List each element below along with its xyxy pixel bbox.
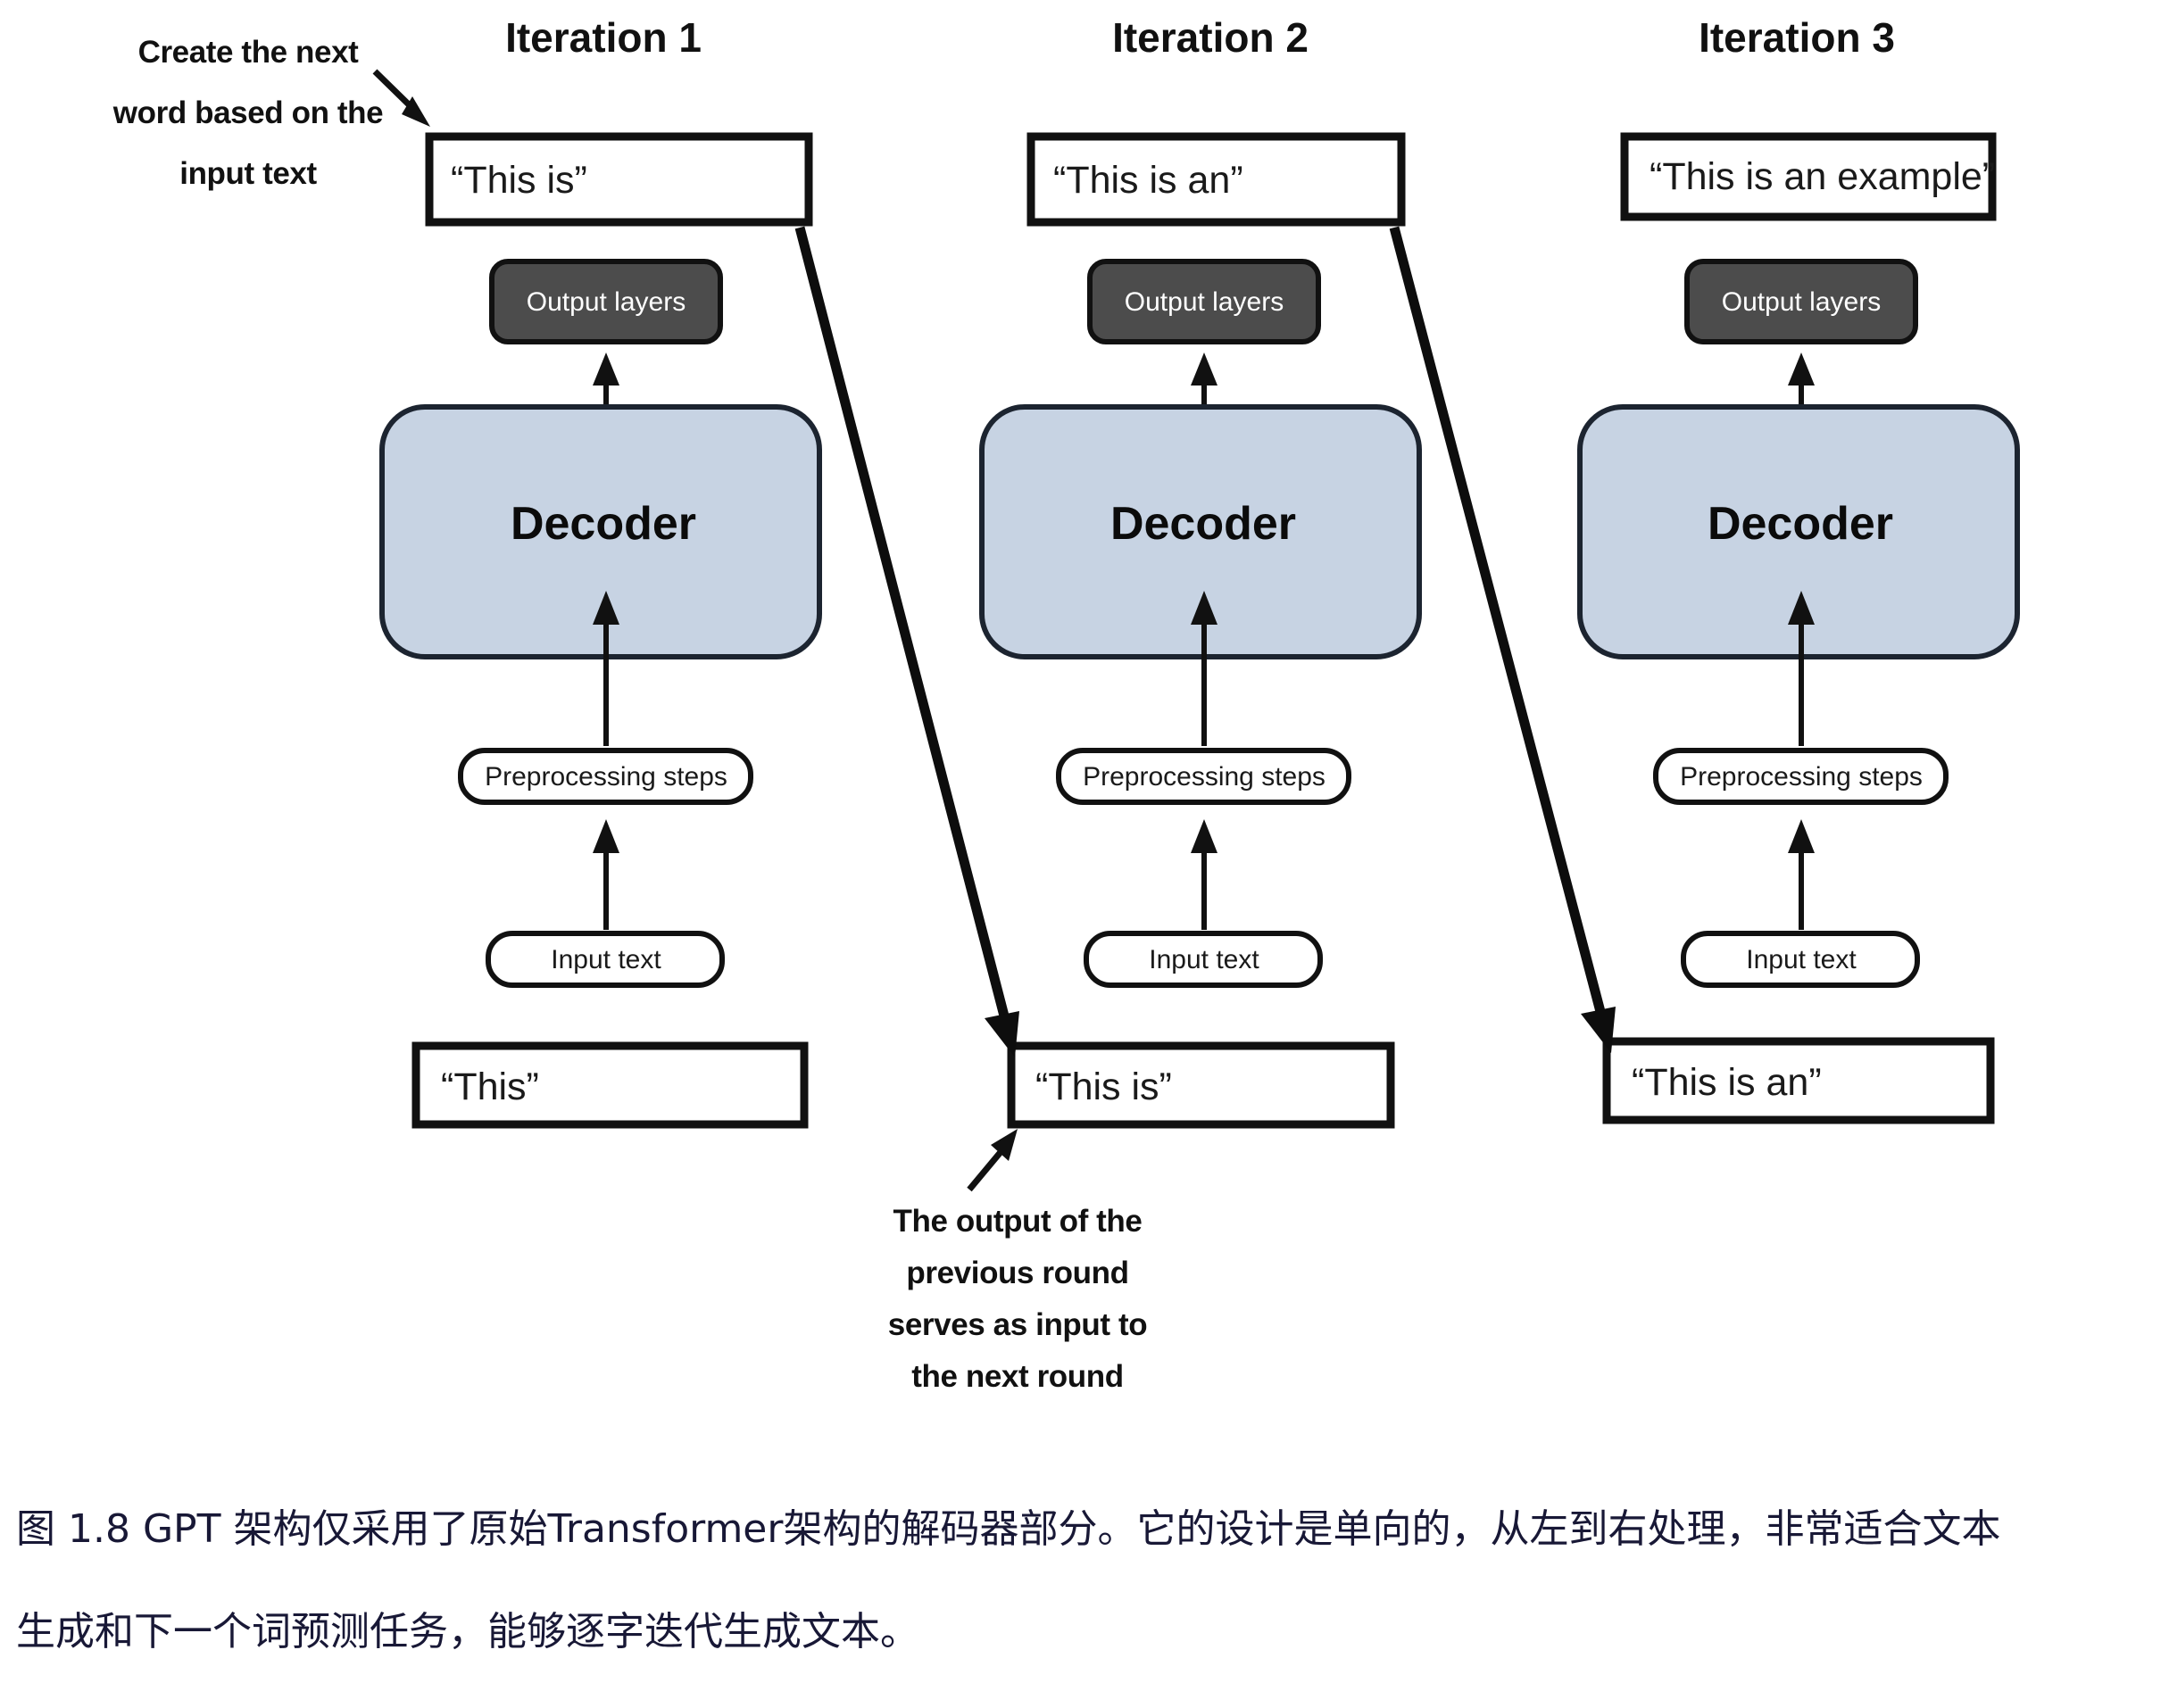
preprocessing-steps-label-1: Preprocessing steps (485, 762, 727, 792)
preprocessing-steps-box-2 (1056, 748, 1351, 805)
annotation-top-line-3: input text (179, 156, 317, 191)
carry-arrow-1-to-2 (794, 226, 1012, 1028)
carry-arrow-2-to-3 (1389, 226, 1608, 1024)
input-text-box-2 (1084, 931, 1323, 988)
annotation-create-next-word: Create the next word based on the input … (112, 35, 430, 191)
figure-canvas: Iteration 1 “This is” Output layers Deco… (16, 14, 2020, 1654)
decoder-label-1: Decoder (511, 498, 696, 550)
annotation-bottom-line-3: serves as input to (888, 1307, 1147, 1342)
arrow-head-decoder-to-output-layers-1 (593, 352, 619, 386)
annotation-bottom-line-2: previous round (906, 1256, 1128, 1290)
input-box-3-label: “This is an” (1632, 1061, 1822, 1104)
figure-caption-line-1: 图 1.8 GPT 架构仅采用了原始Transformer架构的解码器部分。它的… (16, 1506, 2001, 1553)
arrow-head-decoder-to-output-layers-2 (1191, 352, 1217, 386)
carry-arrow-head-2-to-3 (1581, 1007, 1616, 1053)
input-box-1 (411, 1041, 809, 1129)
carry-over-arrows (794, 226, 1616, 1057)
input-box-1-label: “This” (441, 1065, 539, 1108)
input-box-2 (1007, 1041, 1395, 1129)
column-iteration-2: Iteration 2 “This is an” Output layers D… (979, 14, 1422, 1129)
column-title-3: Iteration 3 (1699, 14, 1895, 61)
annotation-top-line-1: Create the next (138, 35, 360, 70)
arrow-head-preprocessing-to-decoder-2 (1191, 591, 1217, 625)
column-iteration-1: Iteration 1 “This is” Output layers Deco… (379, 14, 822, 1129)
output-layers-label-3: Output layers (1722, 287, 1881, 317)
output-box-1-label: “This is” (451, 159, 587, 202)
input-box-2-label: “This is” (1035, 1065, 1172, 1108)
annotation-bottom-pointer-head (991, 1129, 1018, 1161)
decoder-label-2: Decoder (1110, 498, 1296, 550)
input-box-3 (1602, 1037, 1995, 1124)
figure-caption: 图 1.8 GPT 架构仅采用了原始Transformer架构的解码器部分。它的… (16, 1453, 2158, 1708)
arrow-head-preprocessing-to-decoder-3 (1788, 591, 1815, 625)
decoder-box-2 (979, 404, 1422, 659)
column-iteration-3: Iteration 3 “This is an example” Output … (1577, 14, 2020, 1124)
input-text-label-1: Input text (551, 945, 661, 974)
figure-caption-line-2: 生成和下一个词预测任务，能够逐字迭代生成文本。 (16, 1608, 919, 1654)
output-layers-box-3 (1684, 259, 1918, 344)
decoder-label-3: Decoder (1708, 498, 1893, 550)
annotation-top-line-2: word based on the (112, 95, 383, 130)
input-text-label-2: Input text (1149, 945, 1259, 974)
output-layers-box-2 (1087, 259, 1321, 344)
arrow-head-input-to-preprocessing-1 (593, 819, 619, 853)
arrow-head-decoder-to-output-layers-3 (1788, 352, 1815, 386)
arrow-head-preprocessing-to-decoder-1 (593, 591, 619, 625)
gpt-iteration-diagram: Iteration 1 “This is” Output layers Deco… (112, 14, 2020, 1394)
carry-arrow-head-1-to-2 (985, 1011, 1019, 1057)
arrow-head-input-to-preprocessing-2 (1191, 819, 1217, 853)
annotation-output-serves-as-input: The output of the previous round serves … (888, 1129, 1148, 1394)
output-box-2 (1026, 132, 1406, 227)
output-layers-label-2: Output layers (1125, 287, 1284, 317)
preprocessing-steps-box-3 (1653, 748, 1949, 805)
annotation-bottom-line-1: The output of the (893, 1204, 1143, 1239)
output-layers-label-1: Output layers (527, 287, 686, 317)
column-title-2: Iteration 2 (1112, 14, 1309, 61)
input-text-box-1 (486, 931, 725, 988)
input-text-label-3: Input text (1746, 945, 1857, 974)
annotation-bottom-line-4: the next round (911, 1359, 1123, 1394)
output-box-3 (1620, 132, 1997, 221)
output-box-2-label: “This is an” (1053, 159, 1243, 202)
annotation-bottom-pointer-line (967, 1144, 1008, 1192)
output-box-1 (425, 132, 813, 227)
arrow-head-input-to-preprocessing-3 (1788, 819, 1815, 853)
preprocessing-steps-label-3: Preprocessing steps (1680, 762, 1923, 792)
column-title-1: Iteration 1 (505, 14, 702, 61)
preprocessing-steps-label-2: Preprocessing steps (1083, 762, 1326, 792)
output-box-3-label: “This is an example” (1650, 155, 1995, 198)
preprocessing-steps-box-1 (458, 748, 753, 805)
output-layers-box-1 (489, 259, 723, 344)
decoder-box-1 (379, 404, 822, 659)
input-text-box-3 (1681, 931, 1920, 988)
annotation-top-pointer-head (402, 96, 430, 127)
